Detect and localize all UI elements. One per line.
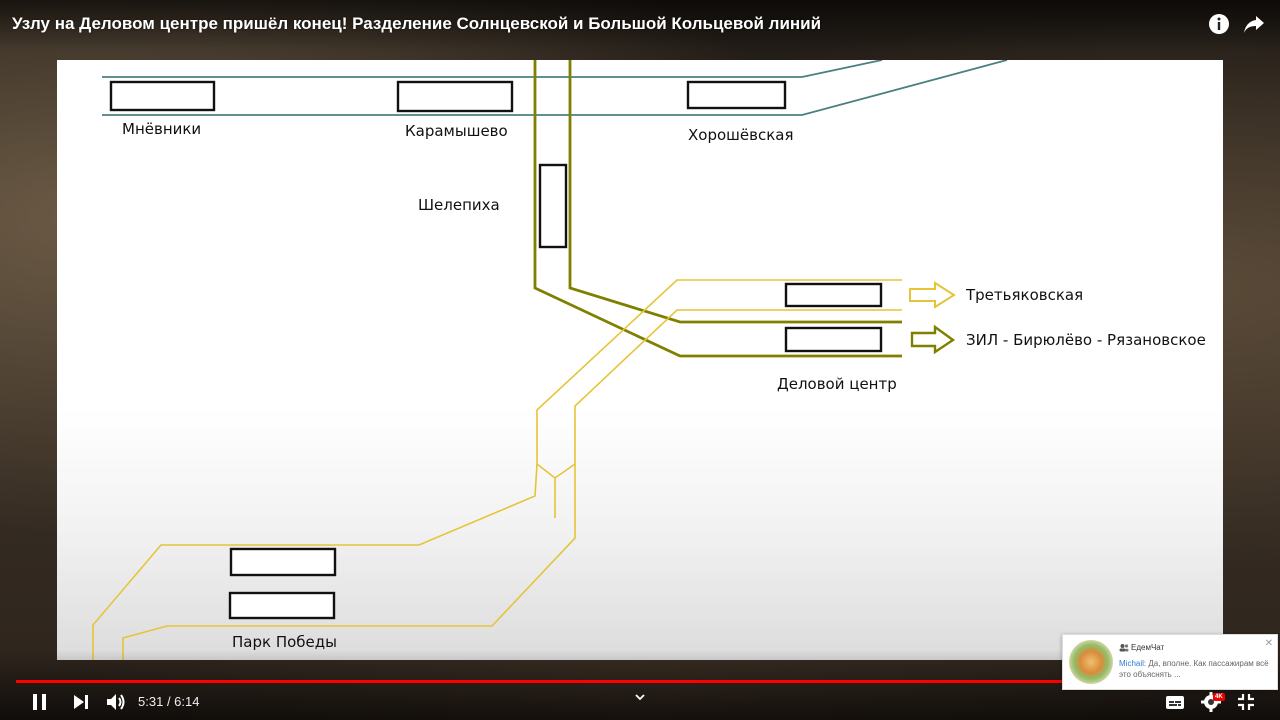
arrow-right-icon [910, 324, 956, 355]
station-label-delovoy: Деловой центр [777, 375, 897, 393]
share-icon[interactable] [1242, 12, 1266, 36]
chat-avatar [1069, 640, 1113, 684]
pause-icon[interactable] [28, 690, 52, 714]
chevron-down-icon[interactable] [632, 691, 648, 705]
progress-bar[interactable] [16, 680, 1264, 683]
chat-author: Michail [1119, 659, 1144, 668]
volume-icon[interactable] [104, 690, 128, 714]
chat-channel-name: ЕдемЧат [1131, 643, 1165, 652]
close-icon[interactable]: ✕ [1264, 638, 1273, 649]
station-box-shelepikha [538, 163, 568, 249]
info-icon[interactable] [1207, 12, 1231, 36]
progress-played [16, 680, 1121, 683]
captions-icon[interactable] [1163, 690, 1187, 714]
station-boxes [109, 80, 883, 620]
station-box-park-pobedy-upper [229, 547, 337, 577]
quality-badge: 4K [1213, 693, 1225, 701]
chat-message: Michail: Да, вполне. Как пассажирам всё … [1119, 658, 1269, 680]
yellow-line [92, 279, 902, 660]
station-box-karamyshevo [396, 80, 514, 113]
teal-line [102, 60, 1008, 116]
metro-diagram: Мнёвники Карамышево Хорошёвская Шелепиха… [57, 60, 1223, 660]
olive-line [533, 60, 902, 358]
station-label-mnevniki: Мнёвники [122, 120, 202, 138]
time-separator: / [166, 694, 175, 709]
station-box-delovoy-upper [784, 282, 883, 308]
station-label-khoroshevskaya: Хорошёвская [688, 126, 794, 144]
station-box-khoroshevskaya [686, 80, 787, 110]
station-box-delovoy-lower [784, 326, 883, 353]
station-label-zil: ЗИЛ - Бирюлёво - Рязановское [966, 331, 1206, 349]
station-label-park-pobedy: Парк Победы [232, 633, 337, 651]
diagram-lines [92, 60, 1008, 660]
station-box-park-pobedy-lower [228, 591, 336, 620]
time-display: 5:31 / 6:14 [138, 694, 199, 709]
arrow-right-icon [909, 281, 956, 309]
station-label-tretyakovskaya: Третьяковская [966, 286, 1084, 304]
chat-message-text: : Да, вполне. Как пассажирам всё это объ… [1119, 659, 1269, 679]
station-box-mnevniki [109, 80, 216, 112]
exit-fullscreen-icon[interactable] [1234, 690, 1258, 714]
duration: 6:14 [174, 694, 200, 709]
current-time: 5:31 [138, 694, 164, 709]
next-icon[interactable] [69, 690, 93, 714]
station-label-karamyshevo: Карамышево [405, 122, 508, 140]
station-label-shelepikha: Шелепиха [418, 196, 500, 214]
group-icon [1119, 644, 1129, 652]
top-bar [0, 0, 1280, 50]
video-title[interactable]: Узлу на Деловом центре пришёл конец! Раз… [12, 14, 822, 33]
chat-notification[interactable]: ЕдемЧат Michail: Да, вполне. Как пассажи… [1062, 634, 1278, 690]
